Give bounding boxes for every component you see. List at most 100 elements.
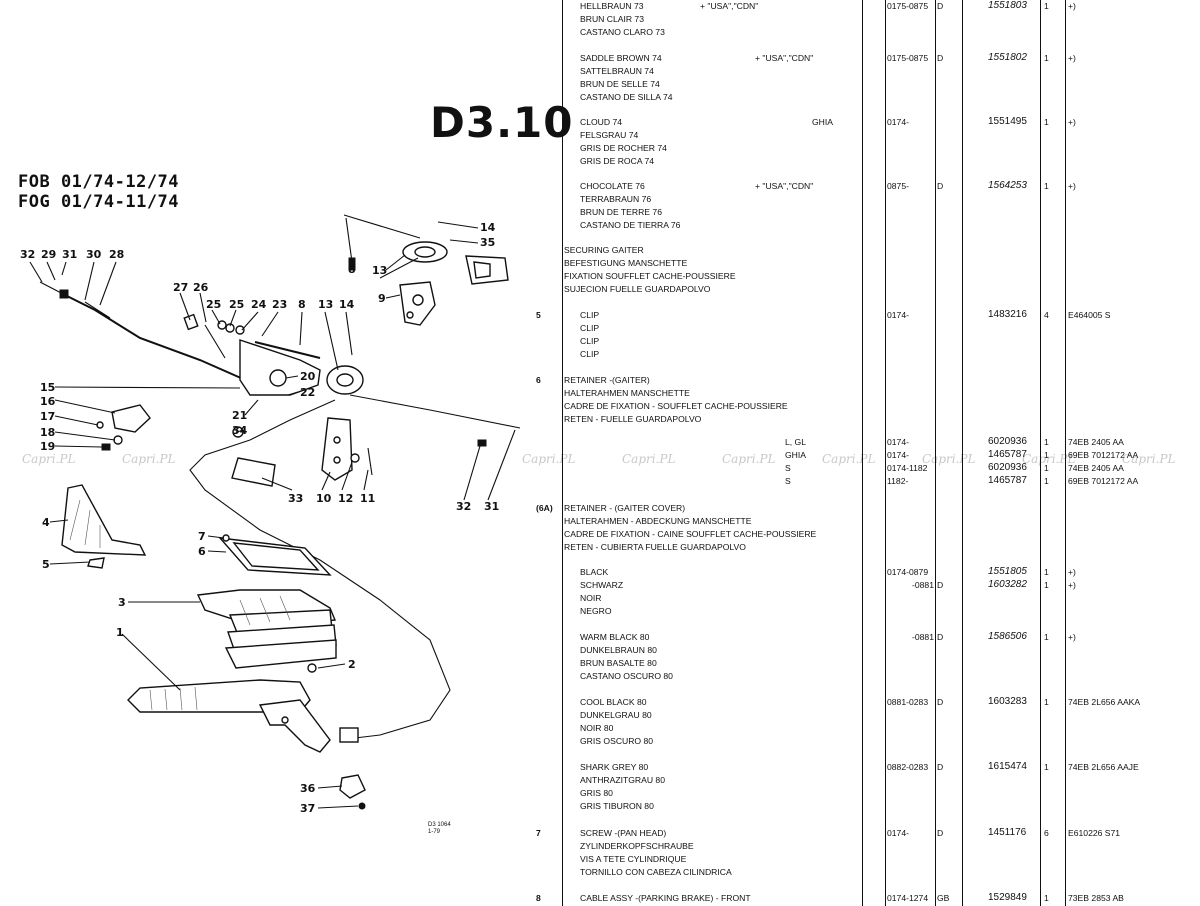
watermark: Capri.PL: [22, 452, 76, 466]
callout: 21: [232, 409, 247, 422]
callout: 18: [40, 426, 55, 439]
market-code: D: [937, 1, 944, 11]
date-range: 0175-0875: [887, 1, 929, 11]
quantity: 1: [1044, 893, 1049, 903]
note: E610226 S71: [1068, 828, 1121, 838]
description-line: CADRE DE FIXATION - CAINE SOUFFLET CACHE…: [564, 529, 817, 539]
description-line: GRIS TIBURON 80: [580, 801, 654, 811]
leader-lines: [29, 221, 516, 809]
description-line: ZYLINDERKOPFSCHRAUBE: [580, 841, 694, 851]
callout: 30: [86, 248, 102, 261]
quantity: 4: [1044, 310, 1049, 320]
column-divider: [885, 0, 886, 906]
gaiter-assembly: [61, 484, 337, 669]
part-number: 1551802: [988, 52, 1027, 63]
quantity: 1: [1044, 181, 1049, 191]
part-number: 1551805: [988, 566, 1027, 577]
description-line: GRIS DE ROCA 74: [580, 156, 655, 166]
description-line: FELSGRAU 74: [580, 130, 639, 140]
market-code: D: [937, 828, 944, 838]
description-line: BLACK: [580, 567, 609, 577]
date-range: 0882-0283: [887, 762, 929, 772]
exploded-diagram: D3.10 FOB 01/74-12/74 FOG 01/74-11/74 D3…: [0, 0, 573, 906]
note: 74EB 2L656 AAJE: [1068, 762, 1139, 772]
date-range: 0175-0875: [887, 53, 929, 63]
condition: + "USA","CDN": [700, 1, 759, 11]
quantity: 1: [1044, 1, 1049, 11]
description-line: BEFESTIGUNG MANSCHETTE: [564, 258, 688, 268]
callout: 31: [484, 500, 499, 513]
description-line: RETAINER -(GAITER): [564, 375, 650, 385]
callout: 4: [42, 516, 50, 529]
quantity: 1: [1044, 697, 1049, 707]
description-line: CLIP: [580, 323, 600, 333]
description-line: GRIS DE ROCHER 74: [580, 143, 667, 153]
part-number: 1603283: [988, 696, 1027, 707]
watermark: Capri.PL: [822, 452, 876, 466]
callout: 32: [20, 248, 35, 261]
diagram-title: D3.10: [430, 98, 574, 147]
watermark: Capri.PL: [122, 452, 176, 466]
description-line: CLIP: [580, 349, 600, 359]
description-line: CADRE DE FIXATION - SOUFFLET CACHE-POUSS…: [564, 401, 788, 411]
part-number: 1603282: [988, 579, 1027, 590]
market-code: D: [937, 580, 944, 590]
callout: 13: [318, 298, 333, 311]
callout: 37: [300, 802, 315, 815]
callout: 6: [198, 545, 206, 558]
note: +): [1068, 117, 1076, 127]
callout: 19: [40, 440, 55, 453]
description-line: SCHWARZ: [580, 580, 624, 590]
callout: 5: [42, 558, 50, 571]
callout: 25: [206, 298, 221, 311]
market-code: D: [937, 697, 944, 707]
date-range: -0881: [912, 580, 934, 590]
description-line: FIXATION SOUFFLET CACHE-POUSSIERE: [564, 271, 736, 281]
date-range: 0174-: [887, 828, 909, 838]
description-line: SCREW -(PAN HEAD): [580, 828, 667, 838]
quantity: 1: [1044, 476, 1049, 486]
description-line: S: [785, 463, 791, 473]
callout: 13: [372, 264, 387, 277]
description-line: COOL BLACK 80: [580, 697, 647, 707]
callout: 32: [456, 500, 471, 513]
callout: 14: [480, 221, 496, 234]
description-line: HALTERAHMEN MANSCHETTE: [564, 388, 690, 398]
callout: 26: [193, 281, 209, 294]
description-line: GRIS OSCURO 80: [580, 736, 654, 746]
description-line: NOIR 80: [580, 723, 614, 733]
market-code: GB: [937, 893, 950, 903]
description-line: BRUN BASALTE 80: [580, 658, 657, 668]
callout: 7: [198, 530, 206, 543]
part-number: 6020936: [988, 436, 1027, 447]
description-line: CASTANO CLARO 73: [580, 27, 665, 37]
note: 74EB 2L656 AAKA: [1068, 697, 1141, 707]
description-line: VIS A TETE CYLINDRIQUE: [580, 854, 687, 864]
callout: 24: [251, 298, 267, 311]
description-line: DUNKELBRAUN 80: [580, 645, 657, 655]
description-line: DUNKELGRAU 80: [580, 710, 652, 720]
part-number: 1551803: [988, 0, 1027, 11]
quantity: 6: [1044, 828, 1049, 838]
description-line: NEGRO: [580, 606, 612, 616]
date-range: 0174-: [887, 437, 909, 447]
description-line: CLIP: [580, 336, 600, 346]
description-line: BRUN DE TERRE 76: [580, 207, 662, 217]
watermark: Capri.PL: [1022, 452, 1076, 466]
callout: 11: [360, 492, 375, 505]
front-cable-assembly: [343, 214, 509, 326]
callout: 15: [40, 381, 55, 394]
watermark: Capri.PL: [522, 452, 576, 466]
description-line: RETEN - CUBIERTA FUELLE GUARDAPOLVO: [564, 542, 746, 552]
description-line: CASTANO DE TIERRA 76: [580, 220, 681, 230]
callout: 23: [272, 298, 287, 311]
market-code: D: [937, 53, 944, 63]
description-line: TORNILLO CON CABEZA CILINDRICA: [580, 867, 732, 877]
callout: 9: [378, 292, 386, 305]
description-line: SUJECION FUELLE GUARDAPOLVO: [564, 284, 711, 294]
condition: + "USA","CDN": [755, 181, 814, 191]
quantity: 1: [1044, 437, 1049, 447]
part-number: 1564253: [988, 180, 1027, 191]
part-number: 1465787: [988, 475, 1027, 486]
